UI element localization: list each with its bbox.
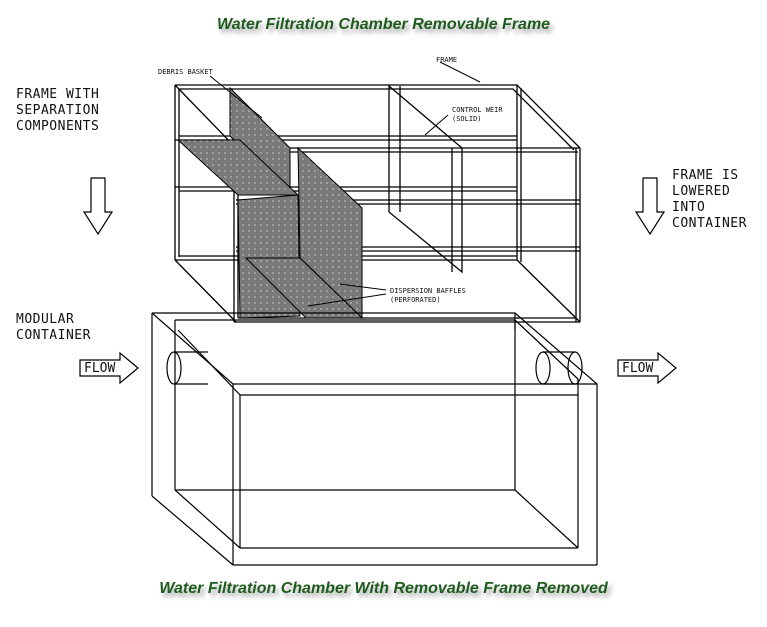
separation-panels [176,86,364,320]
top-title: Water Filtration Chamber Removable Frame [216,16,551,33]
dispersion-baffles-callout: DISPERSION BAFFLES (PERFORATED) [390,287,466,304]
modular-container-label: MODULAR CONTAINER [16,312,91,343]
flow-out-arrow-icon [617,351,677,385]
frame-with-components-label: FRAME WITH SEPARATION COMPONENTS [16,87,100,134]
bottom-title: Water Filtration Chamber With Removable … [159,580,608,597]
down-arrow-icon [634,177,666,236]
flow-out-label: FLOW [622,361,654,376]
flow-in-arrow-icon [79,351,139,385]
control-weir-callout: CONTROL WEIR (SOLID) [452,106,503,123]
down-arrow-icon [82,177,114,236]
modular-container [151,312,598,566]
debris-basket-callout: DEBRIS BASKET [158,68,213,76]
frame-lowered-label: FRAME IS LOWERED INTO CONTAINER [672,168,747,231]
flow-in-label: FLOW [84,361,116,376]
callout-leaders [209,61,481,307]
frame-callout: FRAME [436,56,458,64]
